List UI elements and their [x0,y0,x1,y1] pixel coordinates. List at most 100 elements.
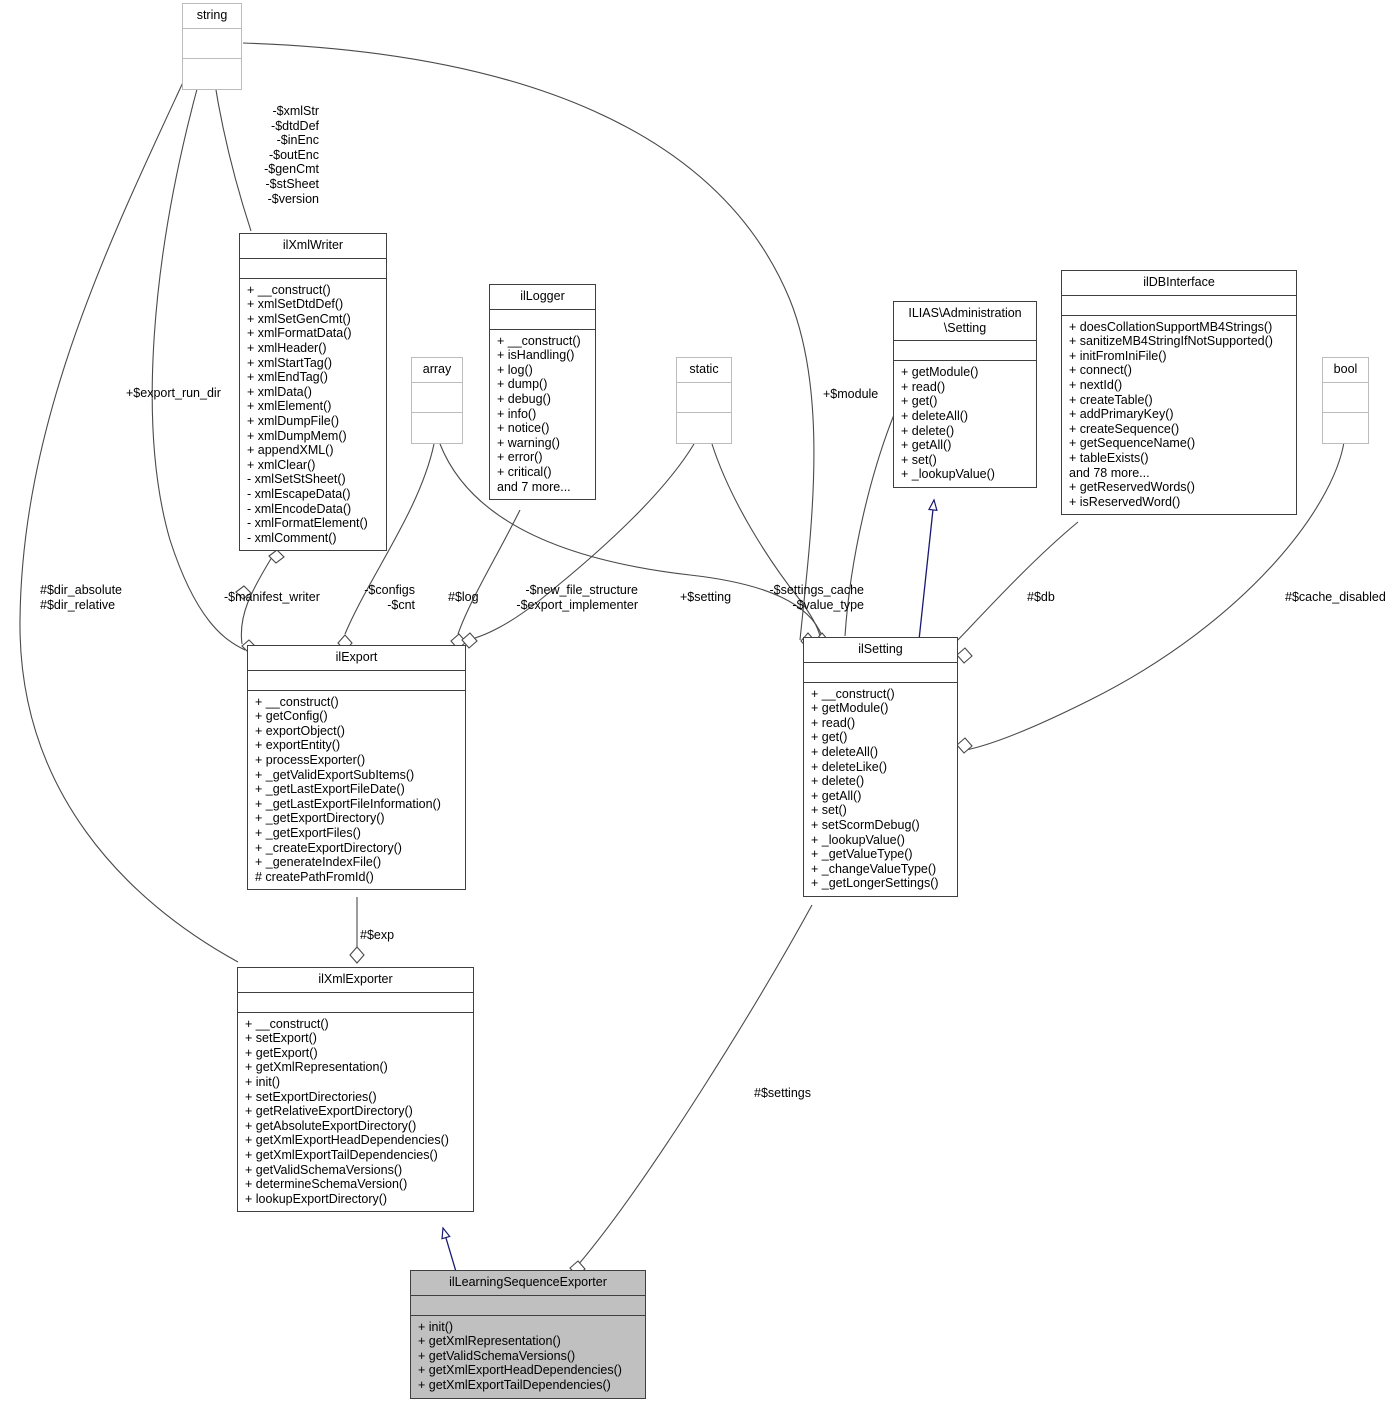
class-member: + addPrimaryKey() [1069,407,1174,422]
class-member: # createPathFromId() [255,869,374,884]
class-member: + appendXML() [247,443,334,458]
class-member: + deleteAll() [901,408,969,423]
class-member: + getSequenceName() [1069,436,1196,451]
class-member: + warning() [497,435,560,450]
class-title-ilsetting: ilSetting [804,638,957,663]
edge-label-xmlwriter-fields: -$xmlStr -$dtdDef -$inEnc -$outEnc -$gen… [264,104,319,206]
class-ops-illearningsequenceexporter: + init()+ getXmlRepresentation()+ getVal… [411,1316,645,1398]
class-member: + set() [901,452,937,467]
class-ops-string [183,59,241,89]
edge-label-new-file-structure: -$new_file_structure -$export_implemente… [516,583,638,612]
class-attrs-static [677,383,731,413]
class-member: + getConfig() [255,709,328,724]
class-member: + xmlClear() [247,457,316,472]
class-member: + __construct() [811,686,895,701]
class-member: + notice() [497,421,550,436]
class-member: and 7 more... [497,479,571,494]
class-member: + setExportDirectories() [245,1089,377,1104]
class-member: + _getLastExportFileDate() [255,782,405,797]
class-ops-array [412,413,462,443]
class-node-string[interactable]: string [182,3,242,90]
class-member: + xmlDumpMem() [247,428,347,443]
class-member: + xmlFormatData() [247,326,352,341]
class-node-ilsetting[interactable]: ilSetting + __construct()+ getModule()+ … [803,637,958,897]
class-member: + _getLongerSettings() [811,876,939,891]
class-ops-illogger: + __construct()+ isHandling()+ log()+ du… [490,330,595,500]
class-member: + processExporter() [255,752,366,767]
class-node-ilexport[interactable]: ilExport + __construct()+ getConfig()+ e… [247,645,466,891]
class-attrs-string [183,29,241,59]
class-member: + _getExportFiles() [255,825,361,840]
edge-label-setting: +$setting [680,590,732,604]
class-member: + __construct() [497,333,581,348]
edge-label-exp: #$exp [360,928,395,942]
class-member: + xmlDumpFile() [247,413,340,428]
class-member: + exportObject() [255,723,345,738]
class-member: + _lookupValue() [811,832,905,847]
class-member: + get() [811,730,848,745]
class-member: - xmlFormatElement() [247,516,368,531]
class-node-ildbinterface[interactable]: ilDBInterface + doesCollationSupportMB4S… [1061,270,1297,516]
class-attrs-ilsetting [804,663,957,683]
class-member: + log() [497,362,533,377]
class-member: + init() [418,1319,454,1334]
class-member: + createSequence() [1069,421,1180,436]
edge-label-module: +$module [823,387,879,401]
class-node-illogger[interactable]: ilLogger + __construct()+ isHandling()+ … [489,284,596,501]
class-ops-ildbinterface: + doesCollationSupportMB4Strings()+ sani… [1062,316,1296,515]
edge-label-settings-cache-value-type: -$settings_cache -$value_type [769,583,864,612]
class-member: + exportEntity() [255,738,341,753]
class-member: + init() [245,1074,281,1089]
class-member: + getXmlRepresentation() [245,1060,388,1075]
class-member: - xmlComment() [247,530,337,545]
class-node-ilias-administration-setting[interactable]: ILIAS\Administration \Setting + getModul… [893,301,1037,488]
class-member: + createTable() [1069,392,1153,407]
class-member: + setScormDebug() [811,817,920,832]
class-title-ilexport: ilExport [248,646,465,671]
class-member: + nextId() [1069,377,1123,392]
class-title-illogger: ilLogger [490,285,595,310]
class-title-ilxmlwriter: ilXmlWriter [240,234,386,259]
class-title-illearningsequenceexporter: ilLearningSequenceExporter [411,1271,645,1296]
class-ops-ilxmlwriter: + __construct()+ xmlSetDtdDef()+ xmlSetG… [240,279,386,551]
edge-string-ilxmlexporter [19,77,239,963]
class-node-array[interactable]: array [411,357,463,444]
class-node-ilxmlwriter[interactable]: ilXmlWriter + __construct()+ xmlSetDtdDe… [239,233,387,552]
class-ops-bool [1323,413,1368,443]
class-node-static[interactable]: static [676,357,732,444]
class-attrs-ilias-administration-setting [894,341,1036,362]
edge-label-db: #$db [1027,590,1055,604]
class-member: + _generateIndexFile() [255,855,382,870]
class-member: + connect() [1069,363,1132,378]
edge-illogger-ilexport [457,509,521,635]
class-member: + xmlStartTag() [247,355,333,370]
class-member: + __construct() [255,694,339,709]
class-attrs-illogger [490,310,595,330]
class-member: + critical() [497,464,552,479]
class-member: + getRelativeExportDirectory() [245,1104,413,1119]
class-member: + _getValidExportSubItems() [255,767,415,782]
class-member: + xmlElement() [247,399,332,414]
class-member: + read() [811,715,856,730]
class-member: + xmlEndTag() [247,370,328,385]
class-member: + getXmlExportHeadDependencies() [245,1133,449,1148]
class-member: + set() [811,803,847,818]
class-member: + _getValueType() [811,847,913,862]
edge-label-log: #$log [448,590,479,604]
edge-label-configs-cnt: -$configs -$cnt [364,583,415,612]
class-member: + isHandling() [497,348,575,363]
class-attrs-ilxmlexporter [238,993,473,1013]
class-member: + getXmlRepresentation() [418,1334,561,1349]
edge-label-dir-absolute-relative: #$dir_absolute #$dir_relative [40,583,123,612]
class-member: - xmlEncodeData() [247,501,352,516]
class-title-array: array [412,358,462,383]
class-node-ilxmlexporter[interactable]: ilXmlExporter + __construct()+ setExport… [237,967,474,1213]
class-member: + __construct() [247,282,331,297]
class-title-string: string [183,4,241,29]
class-node-illearningsequenceexporter[interactable]: ilLearningSequenceExporter + init()+ get… [410,1270,646,1399]
class-member: + determineSchemaVersion() [245,1177,408,1192]
class-member: + getValidSchemaVersions() [418,1348,576,1363]
class-node-bool[interactable]: bool [1322,357,1369,444]
class-member: + deleteLike() [811,759,888,774]
